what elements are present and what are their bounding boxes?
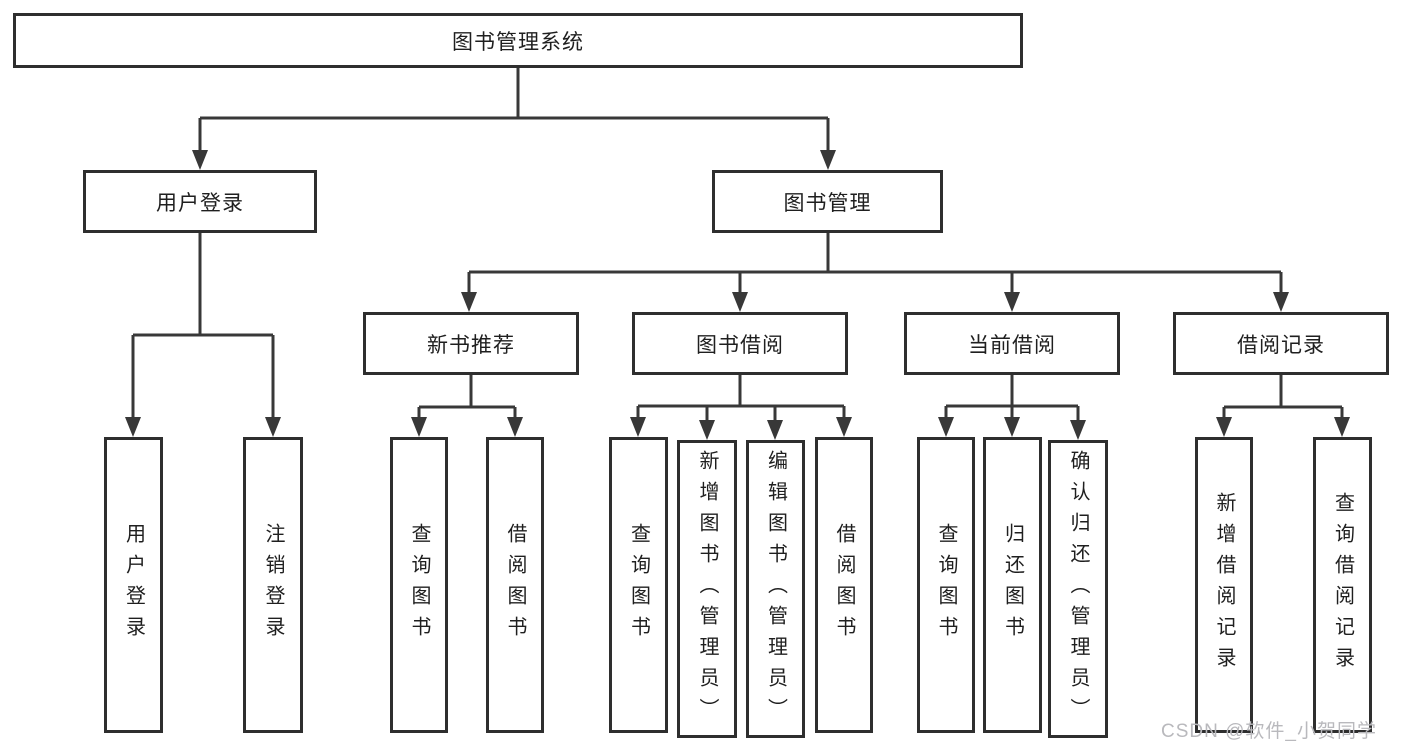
node-label: 新增借阅记录 — [1213, 492, 1235, 678]
node-current-borrow: 当前借阅 — [904, 312, 1120, 375]
node-book-borrow: 图书借阅 — [632, 312, 848, 375]
node-label: 查询图书 — [627, 523, 650, 647]
node-new-book-rec: 新书推荐 — [363, 312, 579, 375]
node-label: 当前借阅 — [968, 333, 1056, 357]
leaf-logout: 注销登录 — [243, 437, 303, 733]
node-label: 图书管理 — [783, 191, 872, 215]
node-label: 用户登录 — [122, 523, 145, 647]
node-book-mgmt: 图书管理 — [712, 170, 943, 233]
node-label: 图书借阅 — [696, 333, 784, 357]
node-label: 查询借阅记录 — [1331, 492, 1354, 678]
node-label: 编辑图书（管理员） — [764, 449, 787, 729]
leaf-bb-edit-books-admin: 编辑图书（管理员） — [746, 440, 805, 738]
node-label: 归还图书 — [1001, 523, 1024, 647]
node-label: 新增图书（管理员） — [696, 449, 718, 729]
node-label: 借阅图书 — [833, 523, 855, 647]
node-label: 图书管理系统 — [452, 30, 584, 54]
leaf-nbr-query-books: 查询图书 — [390, 437, 448, 733]
leaf-nbr-borrow-books: 借阅图书 — [486, 437, 544, 733]
leaf-cb-return-books: 归还图书 — [983, 437, 1042, 733]
node-root: 图书管理系统 — [13, 13, 1023, 68]
watermark: CSDN @软件_小贺同学 — [1161, 721, 1377, 742]
node-borrow-records: 借阅记录 — [1173, 312, 1389, 375]
leaf-bb-borrow-books: 借阅图书 — [815, 437, 873, 733]
node-label: 用户登录 — [156, 191, 244, 215]
leaf-br-query-record: 查询借阅记录 — [1313, 437, 1372, 733]
node-label: 注销登录 — [262, 523, 284, 647]
leaf-cb-query-books: 查询图书 — [917, 437, 975, 733]
node-label: 查询图书 — [935, 523, 957, 647]
leaf-cb-confirm-return-admin: 确认归还（管理员） — [1048, 440, 1108, 738]
leaf-br-add-record: 新增借阅记录 — [1195, 437, 1253, 733]
leaf-bb-query-books: 查询图书 — [609, 437, 668, 733]
node-label: 新书推荐 — [427, 333, 515, 357]
node-label: 查询图书 — [408, 523, 430, 647]
leaf-user-login: 用户登录 — [104, 437, 163, 733]
node-label: 确认归还（管理员） — [1067, 449, 1089, 729]
leaf-bb-add-books-admin: 新增图书（管理员） — [677, 440, 737, 738]
node-label: 借阅记录 — [1237, 333, 1325, 357]
node-label: 借阅图书 — [504, 523, 526, 647]
node-user-login: 用户登录 — [83, 170, 317, 233]
